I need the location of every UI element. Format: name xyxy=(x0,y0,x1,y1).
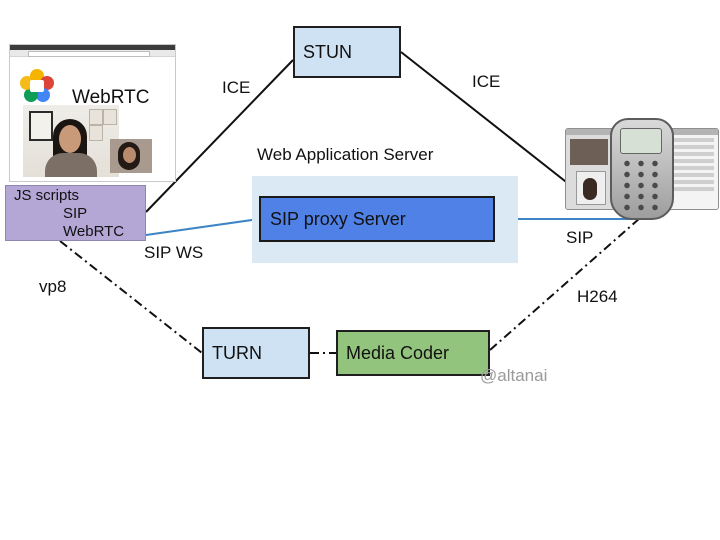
sip-ws-link xyxy=(145,218,260,236)
webrtc-browser-screenshot: WebRTC xyxy=(9,44,176,182)
h264-link xyxy=(489,217,641,351)
webrtc-logo-icon xyxy=(20,69,54,102)
video-call-image xyxy=(23,105,119,177)
js-scripts-label: JS scripts xyxy=(14,187,80,204)
sip-label: SIP xyxy=(566,228,594,247)
h264-label: H264 xyxy=(577,287,618,306)
watermark: @altanai xyxy=(480,366,548,385)
sip-proxy-label: SIP proxy Server xyxy=(270,208,406,229)
ice-left-label: ICE xyxy=(222,78,251,97)
stun-server-box: STUN xyxy=(293,26,401,78)
ice-right-label: ICE xyxy=(472,72,501,91)
turn-label: TURN xyxy=(212,342,262,363)
js-webrtc-label: WebRTC xyxy=(63,223,125,240)
turn-server-box: TURN xyxy=(202,327,310,379)
js-client-box: JS scripts SIP WebRTC xyxy=(5,185,146,241)
sip-softphone-icon xyxy=(610,118,674,220)
sip-ws-label: SIP WS xyxy=(144,243,204,262)
vp8-label: vp8 xyxy=(39,277,67,296)
ice-link-left xyxy=(145,59,294,213)
web-app-server-label: Web Application Server xyxy=(257,145,434,164)
browser-url-bar xyxy=(28,51,150,57)
softphone-video-window xyxy=(565,128,615,210)
webrtc-brand-label: WebRTC xyxy=(72,87,150,108)
browser-titlebar xyxy=(10,45,175,50)
js-sip-label: SIP xyxy=(63,205,88,222)
media-coder-label: Media Coder xyxy=(346,342,450,363)
vp8-link xyxy=(59,240,203,354)
stun-label: STUN xyxy=(303,41,352,62)
ice-link-right xyxy=(400,51,571,186)
media-coder-box: Media Coder xyxy=(336,330,490,376)
remote-video-thumbnail xyxy=(110,139,152,173)
sip-proxy-server-box: SIP proxy Server xyxy=(259,196,495,242)
